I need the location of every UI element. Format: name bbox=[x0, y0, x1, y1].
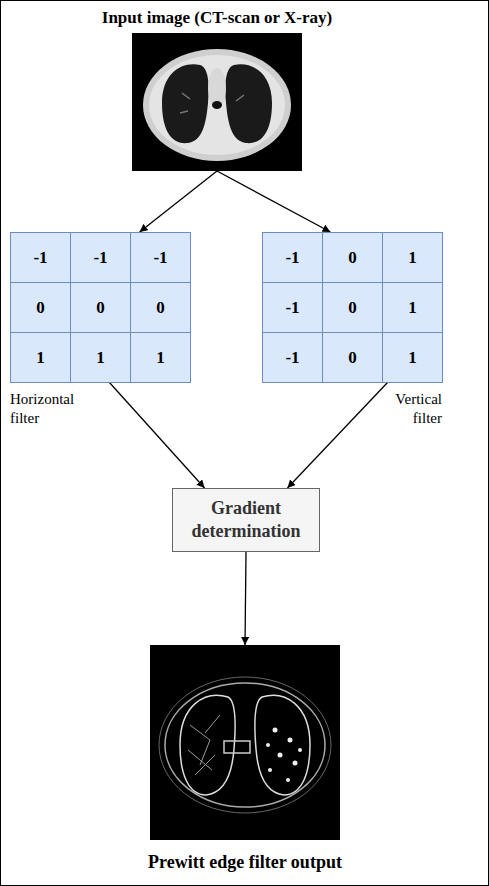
kernel-value: -1 bbox=[285, 248, 299, 268]
filter-cell: 0 bbox=[322, 332, 383, 383]
filter-label: Horizontal filter bbox=[10, 390, 90, 428]
filter-cell: -1 bbox=[262, 232, 323, 283]
filter-cell: -1 bbox=[130, 232, 191, 283]
kernel-value: 0 bbox=[156, 298, 165, 318]
process-box: Gradient determination bbox=[172, 488, 320, 552]
filter-cell: -1 bbox=[70, 232, 131, 283]
process-text: Gradient determination bbox=[181, 497, 311, 544]
kernel-value: 1 bbox=[36, 348, 45, 368]
input-image: Input image (CT-scan or X-ray) bbox=[132, 33, 302, 171]
flow-arrow bbox=[109, 382, 205, 488]
filter-cell: 1 bbox=[10, 332, 71, 383]
image-heading: Input image (CT-scan or X-ray) bbox=[102, 8, 332, 28]
filter-cell: 1 bbox=[382, 232, 443, 283]
kernel-value: -1 bbox=[33, 248, 47, 268]
flow-arrow bbox=[217, 171, 330, 232]
kernel-value: 1 bbox=[408, 348, 417, 368]
filter-cell: 0 bbox=[322, 282, 383, 333]
flow-arrow bbox=[245, 552, 246, 645]
filter-label: Vertical filter bbox=[380, 390, 442, 428]
kernel-value: 0 bbox=[348, 298, 357, 318]
filter-kernel: Horizontal filter-1-1-1000111 bbox=[10, 232, 190, 382]
filter-cell: -1 bbox=[10, 232, 71, 283]
kernel-value: 1 bbox=[156, 348, 165, 368]
filter-cell: -1 bbox=[262, 332, 323, 383]
edge-output-image bbox=[150, 645, 340, 840]
filter-cell: 0 bbox=[70, 282, 131, 333]
output-image: Prewitt edge filter output bbox=[150, 645, 340, 840]
kernel-value: -1 bbox=[285, 298, 299, 318]
kernel-value: 0 bbox=[348, 248, 357, 268]
kernel-value: 0 bbox=[348, 348, 357, 368]
filter-kernel: Vertical filter-101-101-101 bbox=[262, 232, 442, 382]
kernel-value: 0 bbox=[96, 298, 105, 318]
flow-arrow bbox=[140, 171, 217, 232]
filter-cell: 1 bbox=[382, 282, 443, 333]
filter-cell: 0 bbox=[130, 282, 191, 333]
kernel-value: 0 bbox=[36, 298, 45, 318]
kernel-value: 1 bbox=[96, 348, 105, 368]
image-caption: Prewitt edge filter output bbox=[148, 852, 342, 873]
kernel-value: 1 bbox=[408, 248, 417, 268]
kernel-value: 1 bbox=[408, 298, 417, 318]
ct-scan-image bbox=[132, 33, 302, 171]
flow-arrow bbox=[287, 382, 388, 488]
kernel-value: -1 bbox=[285, 348, 299, 368]
filter-cell: 0 bbox=[322, 232, 383, 283]
filter-cell: -1 bbox=[262, 282, 323, 333]
filter-cell: 1 bbox=[70, 332, 131, 383]
filter-cell: 1 bbox=[382, 332, 443, 383]
kernel-value: -1 bbox=[153, 248, 167, 268]
kernel-value: -1 bbox=[93, 248, 107, 268]
filter-cell: 0 bbox=[10, 282, 71, 333]
filter-cell: 1 bbox=[130, 332, 191, 383]
